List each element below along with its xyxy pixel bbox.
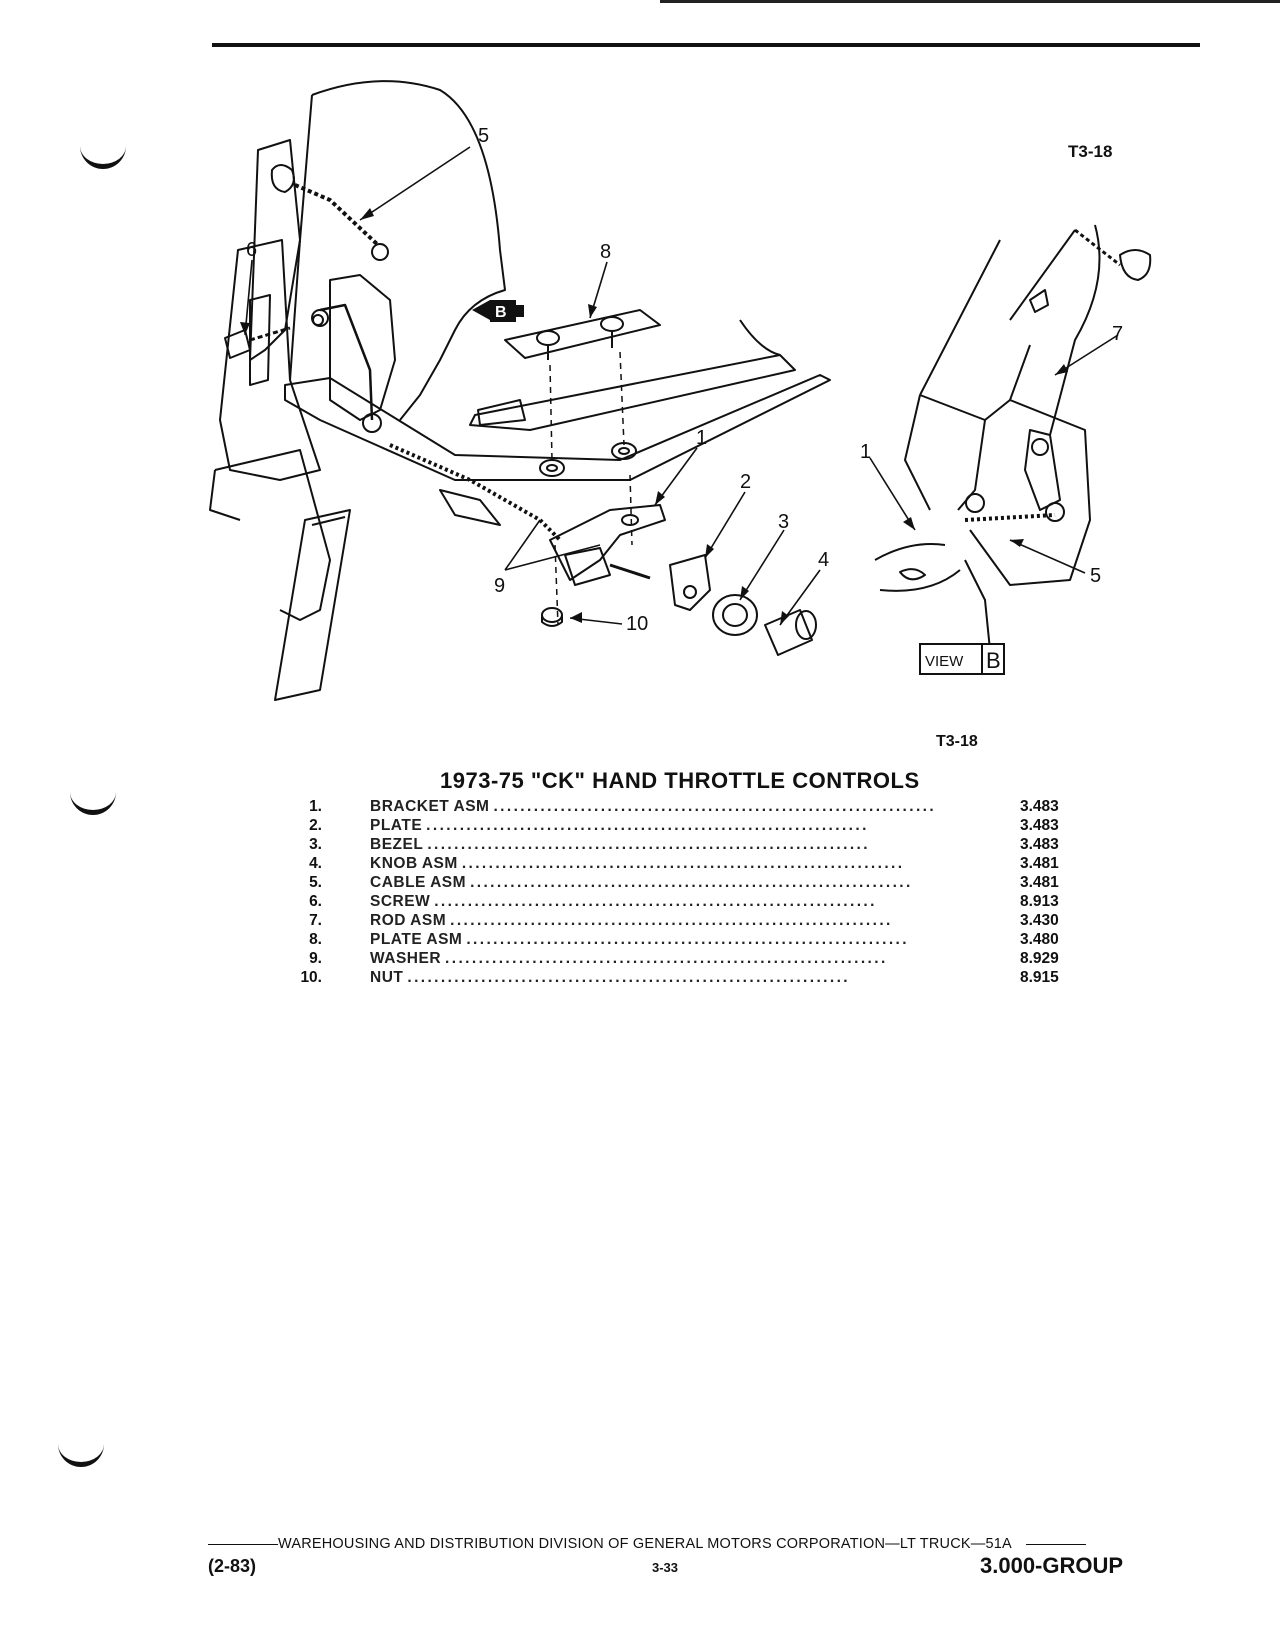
group-code: 3.481 xyxy=(1020,855,1059,872)
view-label-text: VIEW xyxy=(925,653,964,670)
leader-dots: SCREW...................................… xyxy=(370,893,877,910)
view-b-callout-5: 5 xyxy=(1090,565,1101,587)
callout-8: 8 xyxy=(600,241,611,263)
punch-hole-mark xyxy=(70,784,116,815)
footer-page-number: 3-33 xyxy=(652,1560,679,1575)
leader-dots: PLATE...................................… xyxy=(370,817,869,834)
part-number: 7. xyxy=(309,912,322,929)
figure-code-top: T3-18 xyxy=(1068,142,1113,161)
footer-date: (2-83) xyxy=(208,1556,257,1576)
parts-list-row: 4. KNOB ASM.............................… xyxy=(282,854,1072,873)
leader-dots: NUT.....................................… xyxy=(370,969,850,986)
leader-dots: PLATE ASM...............................… xyxy=(370,931,909,948)
parts-list-row: 2. PLATE................................… xyxy=(282,816,1072,835)
view-b-callout-1: 1 xyxy=(860,441,871,463)
part-number: 9. xyxy=(309,950,322,967)
leader-dots: BEZEL...................................… xyxy=(370,836,870,853)
parts-list-row: 3. BEZEL................................… xyxy=(282,835,1072,854)
parts-list-row: 7. ROD ASM..............................… xyxy=(282,911,1072,930)
parts-list-row: 5. CABLE ASM............................… xyxy=(282,873,1072,892)
footer-division-text: WAREHOUSING AND DISTRIBUTION DIVISION OF… xyxy=(278,1536,1012,1552)
group-code: 8.929 xyxy=(1020,950,1059,967)
parts-list-row: 10. NUT.................................… xyxy=(282,968,1072,987)
header-rule xyxy=(212,43,1200,47)
view-b-callout-7: 7 xyxy=(1112,323,1123,345)
callout-9: 9 xyxy=(494,575,505,597)
group-code: 8.913 xyxy=(1020,893,1059,910)
exploded-view-illustration: B VIEW B 5 6 8 xyxy=(209,80,1152,701)
punch-hole-mark xyxy=(58,1436,104,1467)
parts-list-row: 6. SCREW................................… xyxy=(282,892,1072,911)
group-code: 3.481 xyxy=(1020,874,1059,891)
part-number: 5. xyxy=(309,874,322,891)
part-number: 3. xyxy=(309,836,322,853)
callout-6: 6 xyxy=(246,239,257,261)
group-code: 3.430 xyxy=(1020,912,1059,929)
callout-10: 10 xyxy=(626,613,648,635)
top-edge-rule xyxy=(660,0,1280,3)
parts-list-title: 1973-75 "CK" HAND THROTTLE CONTROLS xyxy=(440,768,920,793)
leader-dots: CABLE ASM...............................… xyxy=(370,874,913,891)
footer-division-line: WAREHOUSING AND DISTRIBUTION DIVISION OF… xyxy=(208,1536,1086,1552)
parts-list: 1. BRACKET ASM..........................… xyxy=(282,797,1072,987)
leader-dots: KNOB ASM................................… xyxy=(370,855,905,872)
punch-hole-mark xyxy=(80,138,126,169)
group-code: 3.483 xyxy=(1020,836,1059,853)
callout-5: 5 xyxy=(478,125,489,147)
callout-3: 3 xyxy=(778,511,789,533)
group-code: 3.483 xyxy=(1020,798,1059,815)
leader-dots: BRACKET ASM.............................… xyxy=(370,798,937,815)
view-b-arrow-letter: B xyxy=(495,304,507,321)
part-number: 4. xyxy=(309,855,322,872)
group-code: 8.915 xyxy=(1020,969,1059,986)
part-number: 8. xyxy=(309,931,322,948)
leader-dots: WASHER..................................… xyxy=(370,950,888,967)
group-code: 3.480 xyxy=(1020,931,1059,948)
parts-list-row: 1. BRACKET ASM..........................… xyxy=(282,797,1072,816)
callout-2: 2 xyxy=(740,471,751,493)
view-b-label-box: VIEW B xyxy=(919,643,1005,675)
part-number: 2. xyxy=(309,817,322,834)
part-number: 10. xyxy=(300,969,322,986)
figure-code-bottom: T3-18 xyxy=(936,733,978,750)
callout-1: 1 xyxy=(696,427,707,449)
group-code: 3.483 xyxy=(1020,817,1059,834)
part-number: 6. xyxy=(309,893,322,910)
view-b-arrow: B xyxy=(472,300,524,322)
parts-list-row: 9. WASHER...............................… xyxy=(282,949,1072,968)
view-label-letter: B xyxy=(986,648,1001,673)
footer-group: 3.000-GROUP xyxy=(980,1553,1124,1578)
part-number: 1. xyxy=(309,798,322,815)
parts-list-row: 8. PLATE ASM............................… xyxy=(282,930,1072,949)
callout-4: 4 xyxy=(818,549,829,571)
leader-dots: ROD ASM.................................… xyxy=(370,912,893,929)
